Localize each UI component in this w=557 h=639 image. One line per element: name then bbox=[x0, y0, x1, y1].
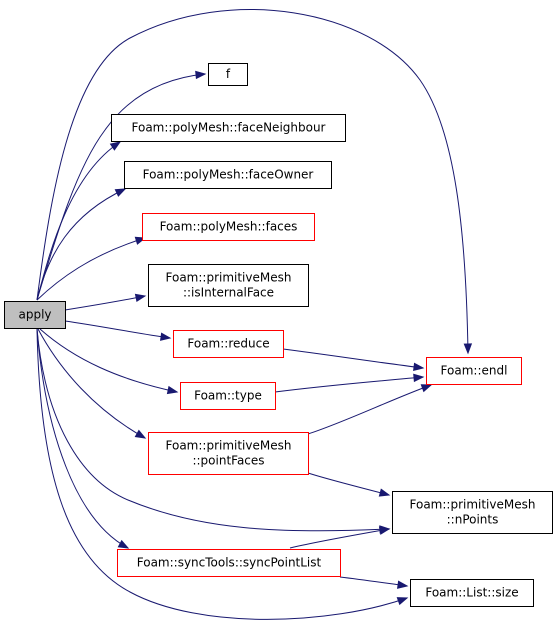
node-box bbox=[173, 330, 284, 358]
edge-apply-to-nPoints bbox=[36, 328, 391, 534]
node-faces[interactable]: Foam::polyMesh::faces bbox=[142, 213, 315, 241]
node-endl[interactable]: Foam::endl bbox=[426, 357, 522, 385]
edge-apply-to-reduce bbox=[64, 320, 172, 341]
edge-line bbox=[307, 384, 432, 435]
node-label: Foam::primitiveMesh bbox=[166, 439, 292, 453]
edge-line bbox=[36, 9, 469, 354]
edge-apply-to-faceOwner bbox=[36, 188, 127, 301]
edge-apply-to-type bbox=[39, 328, 179, 395]
node-label: Foam::List::size bbox=[425, 586, 518, 600]
edge-line bbox=[36, 188, 126, 301]
node-label: Foam::syncTools::syncPointList bbox=[137, 556, 322, 570]
edge-line bbox=[64, 320, 171, 339]
node-box bbox=[392, 491, 553, 534]
node-label: Foam::polyMesh::faceOwner bbox=[143, 168, 314, 182]
edge-arrowhead bbox=[397, 580, 409, 589]
node-label: apply bbox=[18, 308, 51, 322]
edge-line bbox=[307, 472, 390, 496]
node-box bbox=[148, 432, 309, 475]
edge-line bbox=[36, 328, 129, 549]
node-label: Foam::endl bbox=[441, 364, 508, 378]
edge-arrowhead bbox=[114, 188, 127, 197]
node-label: ::nPoints bbox=[447, 513, 499, 527]
edge-apply-to-isInternalFace bbox=[64, 293, 147, 311]
node-label: f bbox=[226, 67, 231, 81]
node-isInternalFace: Foam::primitiveMesh::isInternalFace bbox=[148, 264, 309, 307]
edge-syncPointList-to-nPoints bbox=[289, 526, 391, 549]
node-syncPointList[interactable]: Foam::syncTools::syncPointList bbox=[117, 549, 341, 577]
edge-arrowhead bbox=[134, 293, 147, 303]
edge-line bbox=[36, 328, 390, 532]
edge-arrowhead bbox=[463, 343, 473, 355]
edge-arrowhead bbox=[413, 373, 425, 383]
edge-line bbox=[39, 328, 178, 393]
node-box bbox=[142, 213, 315, 241]
edge-apply-to-f bbox=[36, 70, 207, 301]
edge-reduce-to-endl bbox=[282, 348, 425, 372]
edge-pointFaces-to-endl bbox=[307, 384, 433, 435]
node-label: Foam::primitiveMesh bbox=[410, 498, 536, 512]
edge-syncPointList-to-size bbox=[339, 576, 409, 589]
edge-arrowhead bbox=[117, 539, 130, 549]
node-box bbox=[117, 549, 341, 577]
edge-line bbox=[274, 376, 424, 393]
node-reduce[interactable]: Foam::reduce bbox=[173, 330, 284, 358]
edge-arrowhead bbox=[420, 384, 433, 393]
edge-arrowhead bbox=[413, 362, 425, 372]
edge-arrowhead bbox=[396, 597, 409, 606]
node-label: Foam::primitiveMesh bbox=[166, 271, 292, 285]
node-box bbox=[124, 161, 332, 189]
node-box bbox=[426, 357, 522, 385]
node-box bbox=[208, 63, 248, 86]
edge-apply-to-size bbox=[36, 328, 409, 620]
edge-line bbox=[37, 328, 146, 439]
edge-apply-to-pointFaces bbox=[37, 328, 147, 439]
node-f: f bbox=[208, 63, 248, 86]
edge-line bbox=[36, 237, 146, 301]
node-size: Foam::List::size bbox=[410, 579, 534, 607]
edge-line bbox=[64, 295, 146, 311]
edge-line bbox=[289, 528, 390, 549]
edge-pointFaces-to-nPoints bbox=[307, 472, 391, 497]
edge-arrowhead bbox=[159, 332, 172, 341]
node-faceNeighbour: Foam::polyMesh::faceNeighbour bbox=[111, 114, 346, 142]
edge-arrowhead bbox=[134, 429, 147, 439]
node-faceOwner: Foam::polyMesh::faceOwner bbox=[124, 161, 332, 189]
node-label: ::pointFaces bbox=[192, 454, 264, 468]
edge-arrowhead bbox=[378, 526, 391, 535]
node-box bbox=[111, 114, 346, 142]
node-type[interactable]: Foam::type bbox=[180, 382, 276, 410]
edge-arrowhead bbox=[195, 70, 207, 80]
node-box bbox=[410, 579, 534, 607]
edge-line bbox=[282, 348, 424, 369]
node-box bbox=[148, 264, 309, 307]
node-apply: apply bbox=[4, 301, 66, 329]
node-nPoints: Foam::primitiveMesh::nPoints bbox=[392, 491, 553, 534]
node-label: ::isInternalFace bbox=[183, 286, 274, 300]
edge-arrowhead bbox=[166, 385, 179, 395]
node-pointFaces[interactable]: Foam::primitiveMesh::pointFaces bbox=[148, 432, 309, 475]
nodes-layer: apply fFoam::polyMesh::faceNeighbourFoam:… bbox=[4, 63, 553, 607]
node-label: Foam::reduce bbox=[187, 337, 269, 351]
edge-line bbox=[36, 328, 408, 620]
edge-type-to-endl bbox=[274, 373, 425, 393]
edge-arrowhead bbox=[378, 488, 391, 497]
node-label: Foam::polyMesh::faces bbox=[160, 220, 298, 234]
edge-line bbox=[339, 576, 408, 587]
edge-apply-to-endl bbox=[36, 9, 473, 355]
edge-arrowhead bbox=[109, 141, 122, 151]
edge-apply-to-syncPointList bbox=[36, 328, 130, 549]
node-box bbox=[4, 301, 66, 329]
edge-line bbox=[36, 73, 206, 301]
node-label: Foam::type bbox=[194, 389, 262, 403]
node-label: Foam::polyMesh::faceNeighbour bbox=[132, 121, 326, 135]
node-box bbox=[180, 382, 276, 410]
